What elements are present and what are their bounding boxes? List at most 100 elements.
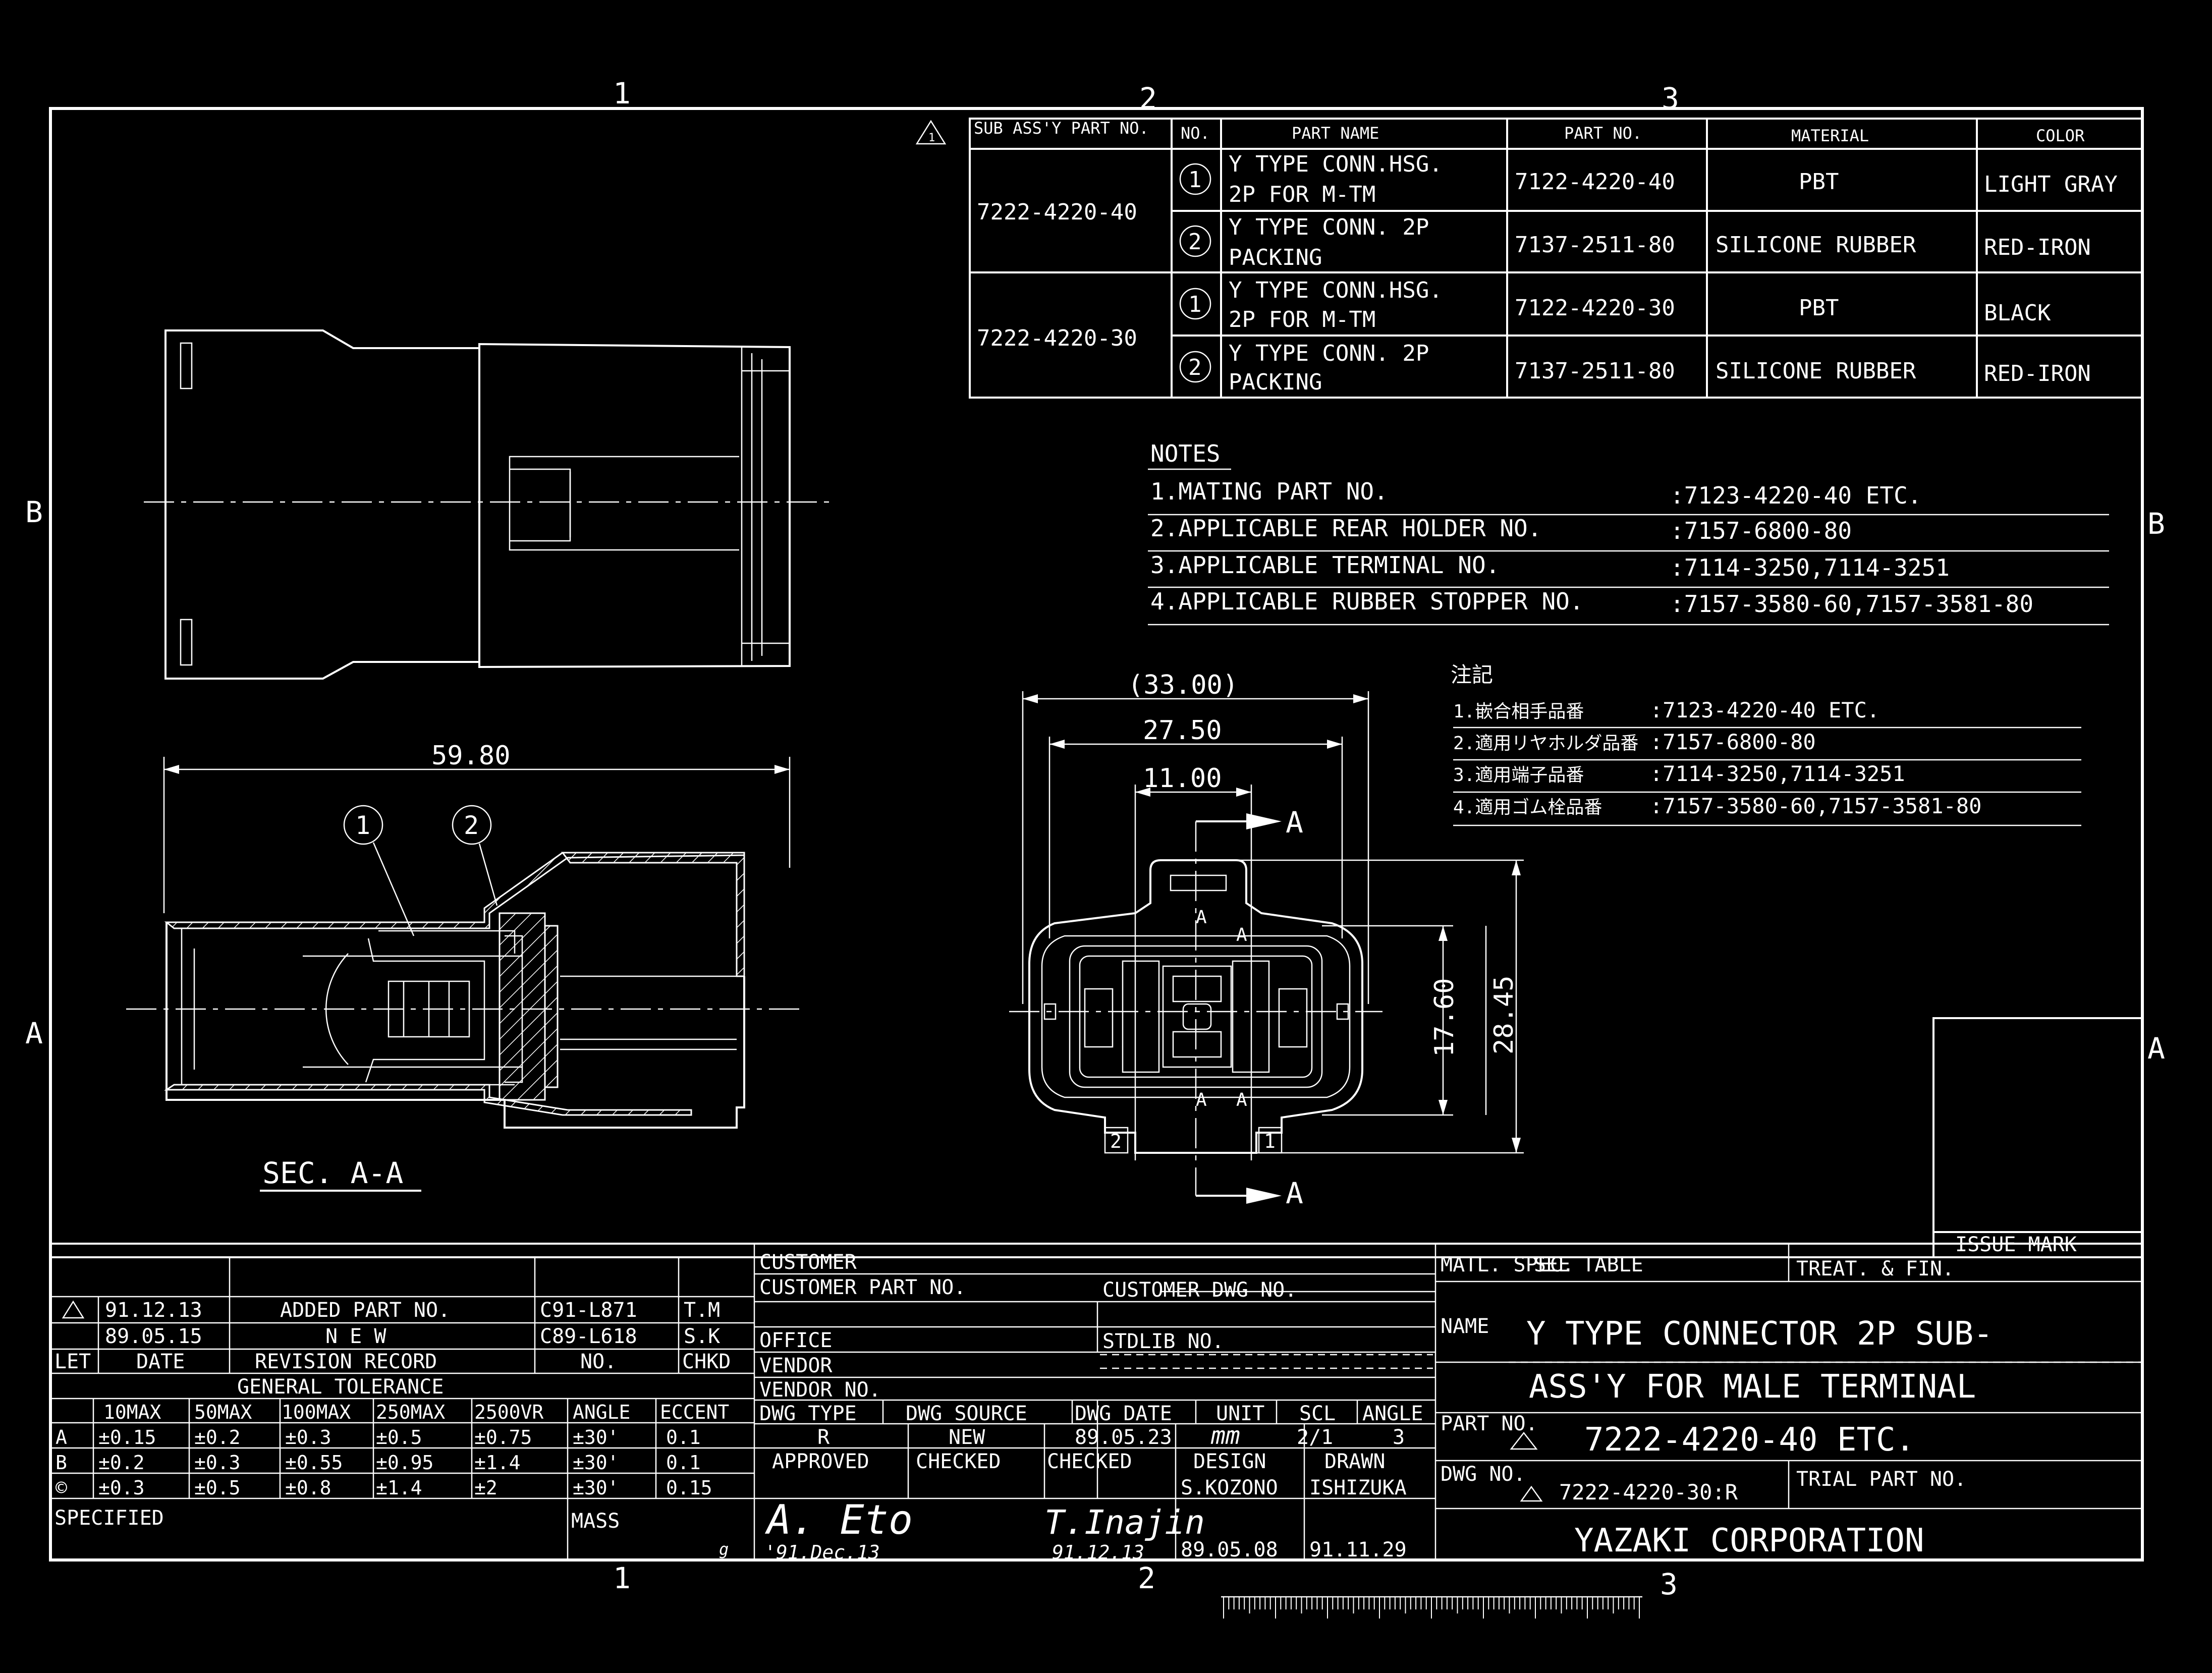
part-no-value: 7222-4220-40 ETC. xyxy=(1584,1421,1915,1459)
note-jp-label: 2.適用リヤホルダ品番 xyxy=(1453,733,1638,754)
note-value: :7114-3250,7114-3251 xyxy=(1670,554,1950,581)
signature-approved-date: '91.Dec.13 xyxy=(764,1541,880,1564)
part-no: 7122-4220-30 xyxy=(1515,295,1675,321)
rev-chkd: T.M xyxy=(684,1299,720,1322)
unit-label: UNIT xyxy=(1216,1402,1264,1425)
part-no-triangle-icon xyxy=(1510,1431,1538,1450)
treat-label: TREAT. & FIN. xyxy=(1796,1257,1954,1280)
tolerance-cell: ±0.3 xyxy=(285,1426,331,1448)
tolerance-cell: ±0.5 xyxy=(194,1477,241,1499)
rev-hdr-chkd: CHKD xyxy=(682,1350,731,1373)
dwg-no-label: DWG NO. xyxy=(1441,1463,1526,1486)
customer-part-no-label: CUSTOMER PART NO. xyxy=(759,1276,966,1299)
hdr-part-no: PART NO. xyxy=(1564,124,1642,143)
part-name-line2: 2P FOR M-TM xyxy=(1229,307,1375,332)
rev-chkd: S.K xyxy=(684,1325,720,1348)
tolerance-cell: 0.1 xyxy=(666,1452,701,1474)
issue-mark-box: ISSUE MARK xyxy=(1932,1017,2143,1258)
note-label: 3.APPLICABLE TERMINAL NO. xyxy=(1150,551,1500,579)
drawer-name: ISHIZUKA xyxy=(1309,1476,1407,1499)
balloon-icon xyxy=(1179,351,1211,383)
rev-hdr-date: DATE xyxy=(136,1350,185,1373)
rev-date: 91.12.13 xyxy=(105,1299,202,1322)
part-name-line1: Y TYPE CONN.HSG. xyxy=(1229,151,1443,177)
rev-hdr-record: REVISION RECORD xyxy=(255,1350,437,1373)
inner-a-bottom-1: A xyxy=(1196,1090,1207,1110)
note-jp-value: :7157-3580-60,7157-3581-80 xyxy=(1650,794,1981,818)
sub-assy-30: 7222-4220-30 xyxy=(977,325,1137,351)
zone-top-1: 1 xyxy=(613,76,631,110)
row-no: 1 xyxy=(1188,167,1202,193)
balloon-1-label: 1 xyxy=(355,811,370,840)
tolerance-cell: ±0.3 xyxy=(194,1452,241,1474)
title-block: 91.12.13 ADDED PART NO. C91-L871 T.M 89.… xyxy=(50,1243,2142,1564)
note-jp-label: 4.適用ゴム栓品番 xyxy=(1453,797,1602,818)
tolerance-cell: B xyxy=(56,1452,67,1474)
dim-overall-length: 59.80 xyxy=(431,741,511,771)
hdr-color: COLOR xyxy=(2036,126,2085,145)
zone-bottom-3: 3 xyxy=(1660,1567,1678,1601)
material: PBT xyxy=(1799,295,1839,321)
section-view: 59.80 1 2 SEC. A-A xyxy=(126,741,802,1192)
tolerance-title: GENERAL TOLERANCE xyxy=(237,1375,444,1399)
scl-value: 2/1 xyxy=(1297,1426,1333,1449)
part-name-line1: Y TYPE CONN. 2P xyxy=(1229,341,1429,366)
signature-checked-date: 91.12.13 xyxy=(1052,1541,1144,1564)
zone-bottom-1: 1 xyxy=(613,1561,631,1595)
trial-part-no-label: TRIAL PART NO. xyxy=(1796,1468,1966,1491)
drawn-label: DRAWN xyxy=(1324,1450,1385,1473)
front-view: (33.00) 27.50 11.00 17.60 28.45 A A xyxy=(1009,670,1524,1210)
note-label: 1.MATING PART NO. xyxy=(1150,478,1388,505)
tolerance-cell: ±0.15 xyxy=(98,1426,156,1448)
tolerance-cell: ±0.55 xyxy=(285,1452,343,1474)
sub-assy-40: 7222-4220-40 xyxy=(977,199,1137,225)
cut-label-bottom: A xyxy=(1286,1176,1303,1210)
hdr-no: NO. xyxy=(1181,124,1210,143)
dwg-type-value: R xyxy=(817,1426,830,1449)
parts-table: 1 SUB ASS'Y PART NO. NO. PART NAME PART … xyxy=(915,118,2143,399)
rev-record: ADDED PART NO. xyxy=(280,1299,450,1322)
tolerance-cell: ±2 xyxy=(474,1477,497,1499)
sheet-border xyxy=(49,107,2144,1562)
hdr-material: MATERIAL xyxy=(1791,126,1869,145)
design-date: 89.05.08 xyxy=(1181,1538,1278,1562)
dwg-type-label: DWG TYPE xyxy=(759,1402,857,1425)
dwg-date-label: DWG DATE xyxy=(1075,1402,1172,1425)
matl-label: MATL. SPEC. xyxy=(1441,1253,1574,1276)
zone-top-3: 3 xyxy=(1662,81,1679,116)
checked-label-1: CHECKED xyxy=(916,1450,1001,1473)
section-label: SEC. A-A xyxy=(262,1156,403,1190)
vendor-label: VENDOR xyxy=(759,1354,833,1377)
zone-bottom-2: 2 xyxy=(1138,1561,1155,1595)
top-view xyxy=(144,329,833,680)
material: PBT xyxy=(1799,169,1839,195)
note-jp-value: :7157-6800-80 xyxy=(1650,730,1816,754)
approved-label: APPROVED xyxy=(772,1450,869,1473)
color: RED-IRON xyxy=(1984,235,2091,260)
dwg-no-value: 7222-4220-30:R xyxy=(1559,1480,1738,1504)
part-name-line1: Y TYPE CONN.HSG. xyxy=(1229,277,1443,303)
balloon-2-label: 2 xyxy=(464,811,479,840)
matl-value: SEE TABLE xyxy=(1534,1253,1643,1276)
note-label: 2.APPLICABLE REAR HOLDER NO. xyxy=(1150,515,1541,542)
specified-label: SPECIFIED xyxy=(54,1507,164,1530)
tol-hdr: 2500VR xyxy=(474,1401,543,1423)
customer-dwg-no-label: CUSTOMER DWG NO. xyxy=(1102,1278,1297,1302)
pin-2-label: 2 xyxy=(1110,1130,1122,1152)
dim-width-body: 27.50 xyxy=(1143,715,1222,746)
tolerance-cell: ±0.5 xyxy=(376,1426,422,1448)
row-no: 2 xyxy=(1188,229,1202,255)
drawn-date: 91.11.29 xyxy=(1309,1538,1407,1562)
rev-hdr-let: LET xyxy=(54,1350,91,1373)
tolerance-cell: ±0.75 xyxy=(474,1426,532,1448)
part-name-line2: PACKING xyxy=(1229,369,1322,395)
tol-hdr: 10MAX xyxy=(103,1401,161,1423)
zone-right-b: B xyxy=(2147,507,2165,541)
cut-label-top: A xyxy=(1286,805,1303,840)
tol-hdr: 100MAX xyxy=(282,1401,351,1423)
dim-height-overall: 28.45 xyxy=(1489,975,1519,1054)
note-value: :7157-6800-80 xyxy=(1670,517,1852,544)
part-no: 7122-4220-40 xyxy=(1515,169,1675,195)
